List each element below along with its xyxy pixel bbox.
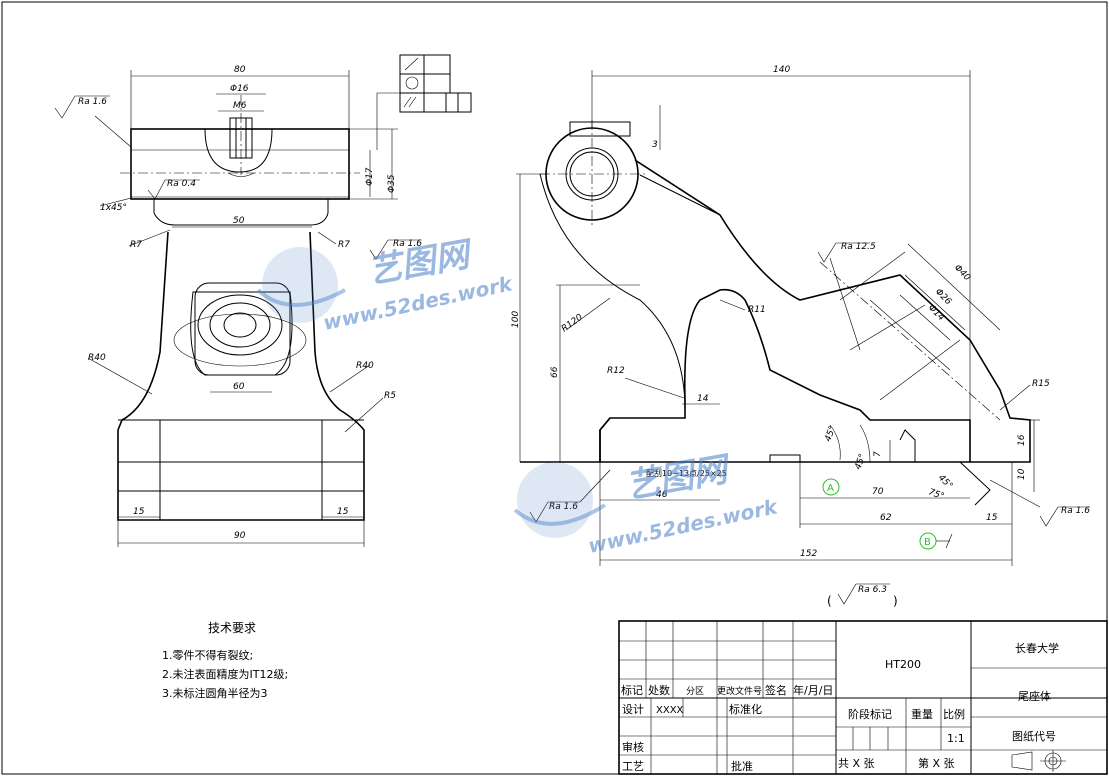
dim-60: 60 bbox=[233, 382, 245, 392]
row-label-mark: 标记 bbox=[621, 683, 643, 697]
review-label: 审核 bbox=[622, 740, 644, 754]
section-note: 配刮10~13点/25×25 bbox=[646, 468, 727, 478]
dim-phi14: Φ14 bbox=[926, 303, 946, 323]
general-roughness: Ra 6.3 bbox=[858, 585, 887, 595]
dim-100: 100 bbox=[511, 311, 521, 328]
dim-66: 66 bbox=[550, 366, 560, 378]
row-label-zone: 分区 bbox=[686, 686, 704, 697]
watermark-url-2: www.52des.work bbox=[586, 494, 781, 558]
roughness-ra1.6-rv: Ra 1.6 bbox=[1061, 506, 1090, 516]
scale-value: 1:1 bbox=[947, 732, 965, 745]
standard-label: 标准化 bbox=[729, 702, 762, 716]
weight-label: 重量 bbox=[911, 707, 933, 721]
tech-req-item-1: 1.零件不得有裂纹; bbox=[162, 648, 253, 662]
tolerance-frame bbox=[376, 54, 472, 150]
dim-80: 80 bbox=[234, 65, 246, 75]
dim-phi40: Φ40 bbox=[952, 263, 972, 283]
design-label: 设计 bbox=[622, 703, 644, 716]
dim-r7-left: R7 bbox=[130, 240, 142, 250]
technical-requirements: 技术要求 1.零件不得有裂纹; 2.未注表面精度为IT12级; 3.未标注圆角半… bbox=[162, 621, 288, 700]
angle-45-2: 45° bbox=[853, 453, 868, 471]
watermark-2: 艺图网 www.52des.work bbox=[513, 449, 781, 558]
paren-close: ) bbox=[893, 594, 898, 608]
tech-req-item-3: 3.未标注圆角半径为3 bbox=[162, 686, 268, 700]
dim-phi35: Φ35 bbox=[387, 174, 397, 193]
school-name: 长春大学 bbox=[1015, 641, 1059, 655]
roughness-ra1.6-left: Ra 1.6 bbox=[549, 502, 578, 512]
sheet-number: 第 X 张 bbox=[918, 756, 955, 770]
stage-label: 阶段标记 bbox=[848, 707, 892, 721]
dim-50: 50 bbox=[233, 216, 245, 226]
process-label: 工艺 bbox=[622, 760, 644, 773]
dim-16: 16 bbox=[1017, 434, 1027, 446]
datum-a: A bbox=[827, 483, 834, 494]
dim-r11: R11 bbox=[748, 305, 766, 315]
roughness-ra1.6-top: Ra 1.6 bbox=[78, 97, 107, 107]
dim-r5: R5 bbox=[384, 391, 396, 401]
dim-15-rv: 15 bbox=[986, 513, 998, 523]
angle-45-1: 45° bbox=[823, 425, 838, 443]
material: HT200 bbox=[885, 658, 921, 671]
left-top-dimensions: 80 Φ16 M6 50 Φ17 Φ35 R7 R7 1x45° Ra 1.6 … bbox=[54, 65, 422, 260]
dim-3: 3 bbox=[652, 140, 658, 150]
row-label-date: 年/月/日 bbox=[793, 683, 833, 697]
roughness-ra12.5: Ra 12.5 bbox=[841, 242, 876, 252]
right-dimensions: 140 3 100 66 R120 R11 R12 14 46 70 62 15… bbox=[511, 65, 1090, 608]
dim-r40-right: R40 bbox=[356, 361, 374, 371]
dim-r120: R120 bbox=[560, 312, 585, 334]
right-section-view bbox=[520, 120, 1031, 506]
row-label-change-doc: 更改文件号 bbox=[717, 685, 762, 697]
dim-chamfer: 1x45° bbox=[100, 203, 127, 213]
angle-75: 75° bbox=[927, 487, 945, 502]
part-name: 尾座体 bbox=[1018, 689, 1051, 703]
dim-phi16: Φ16 bbox=[230, 84, 249, 94]
dim-7: 7 bbox=[873, 451, 883, 457]
dim-10: 10 bbox=[1017, 468, 1027, 480]
dim-15-right: 15 bbox=[337, 507, 349, 517]
dim-phi17: Φ17 bbox=[365, 167, 375, 186]
dim-15-left: 15 bbox=[133, 507, 145, 517]
left-bottom-dimensions: 60 90 15 15 R40 R40 R5 bbox=[87, 353, 396, 547]
dim-r15: R15 bbox=[1032, 379, 1050, 389]
row-label-sign: 签名 bbox=[765, 683, 787, 697]
sheets-total: 共 X 张 bbox=[838, 757, 875, 770]
dim-70: 70 bbox=[872, 487, 884, 497]
dim-14: 14 bbox=[697, 394, 709, 404]
tech-req-title: 技术要求 bbox=[208, 621, 256, 635]
roughness-ra1.6-right: Ra 1.6 bbox=[393, 239, 422, 249]
dim-m6: M6 bbox=[233, 101, 247, 111]
datum-b: B bbox=[924, 537, 931, 548]
title-block: HT200 长春大学 尾座体 图纸代号 标记 处数 分区 更改文件号 签名 年/… bbox=[618, 620, 1108, 775]
tech-req-item-2: 2.未注表面精度为IT12级; bbox=[162, 667, 288, 681]
watermark-1: 艺图网 www.52des.work bbox=[256, 234, 516, 335]
design-name: XXXX bbox=[656, 705, 684, 716]
dim-62: 62 bbox=[880, 513, 892, 523]
paren-open: ( bbox=[827, 594, 832, 608]
watermark-brand-2: 艺图网 bbox=[623, 449, 735, 507]
left-top-view bbox=[120, 95, 360, 226]
left-bottom-view bbox=[117, 231, 365, 521]
dim-90: 90 bbox=[234, 531, 246, 541]
row-label-count: 处数 bbox=[648, 684, 670, 697]
dim-r7-right: R7 bbox=[338, 240, 350, 250]
angle-45-3: 45° bbox=[936, 473, 954, 491]
roughness-ra0.4: Ra 0.4 bbox=[167, 179, 196, 189]
dim-140: 140 bbox=[773, 65, 790, 75]
dim-r40-left: R40 bbox=[88, 353, 106, 363]
scale-label: 比例 bbox=[943, 707, 965, 721]
approve-label: 批准 bbox=[731, 759, 753, 773]
dim-152: 152 bbox=[800, 549, 817, 559]
dim-r12: R12 bbox=[607, 366, 625, 376]
dim-phi26: Φ26 bbox=[933, 287, 953, 307]
drawing-no-label: 图纸代号 bbox=[1012, 730, 1056, 743]
dim-46: 46 bbox=[656, 490, 668, 500]
